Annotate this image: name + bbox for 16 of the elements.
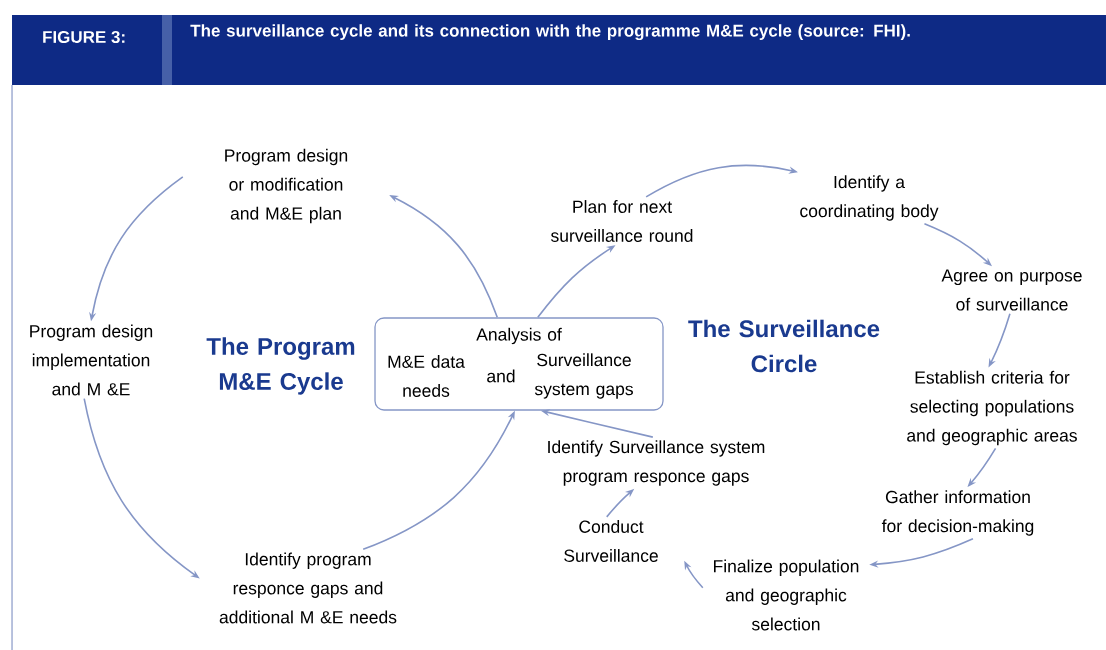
header-band: FIGURE 3: The surveillance cycle and its connection with the programme M&E cycle (source: FHI).: [12, 15, 1106, 85]
step-text: Identify program responce gaps and additional M &E needs: [219, 552, 397, 624]
step-text: Establish criteria for selecting populations and geographic areas: [907, 370, 1077, 446]
step-text: Agree on purpose of surveillance: [941, 269, 1082, 311]
step-text: Identify Surveillance system program responce gaps: [548, 440, 765, 486]
step-text: Finalize population and geographic selection: [714, 559, 859, 631]
step-text: Program design implementation and M &E: [30, 324, 153, 396]
step-text: Identify a coordinating body: [800, 175, 939, 221]
step-text: Conduct Surveillance: [564, 520, 658, 562]
label: FIGURE 3:: [43, 30, 125, 44]
analysis-box: Analysis of M&E data needs and Surveillance system gaps: [374, 317, 664, 411]
diagram-title: The surveillance cycle and its connection with the programme M&E cycle (source: FHI).: [190, 24, 910, 41]
step-text: Gather information for decision-making: [881, 490, 1034, 536]
step-text: Program design or modification and M&E plan: [225, 148, 348, 224]
cycle-title: The Surveillance Circle: [688, 319, 880, 373]
step-text: Plan for next surveillance round: [551, 200, 693, 242]
